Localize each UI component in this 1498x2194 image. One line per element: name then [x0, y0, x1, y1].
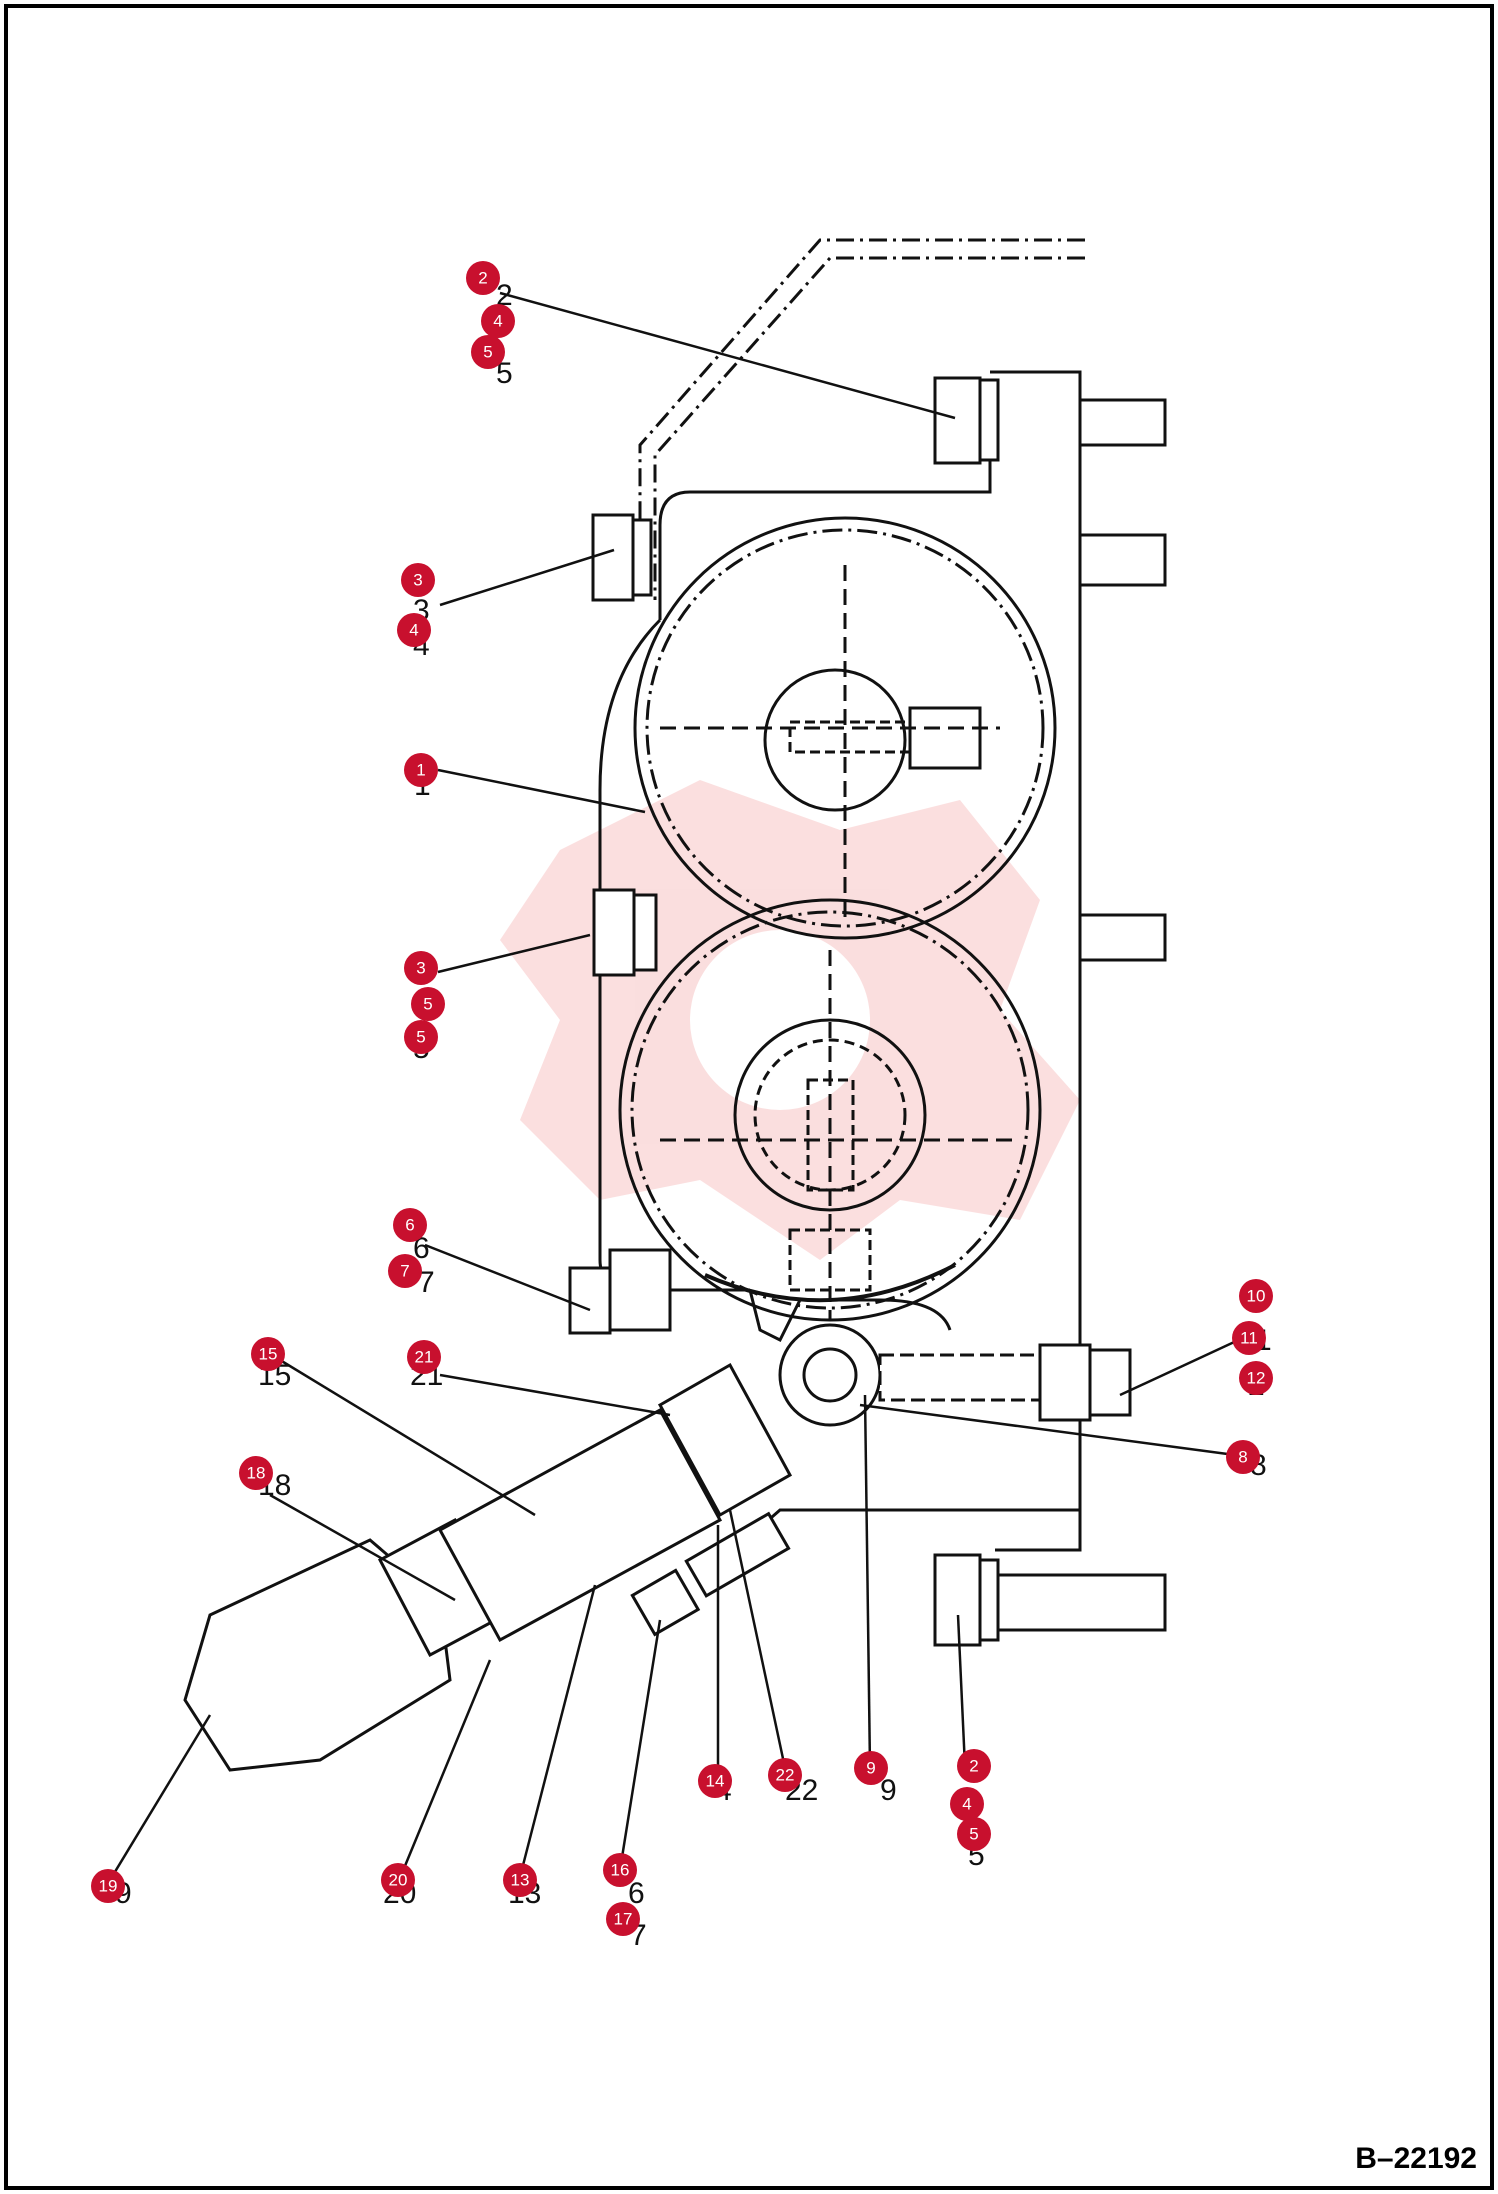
- callout-2[interactable]: 2: [466, 261, 500, 295]
- right-ports: [990, 398, 1167, 1632]
- svg-text:5: 5: [483, 343, 492, 362]
- svg-text:10: 10: [1247, 1287, 1266, 1306]
- svg-text:2: 2: [478, 269, 487, 288]
- svg-text:5: 5: [969, 1825, 978, 1844]
- svg-text:5: 5: [416, 1028, 425, 1047]
- svg-text:8: 8: [1238, 1448, 1247, 1467]
- callout-20[interactable]: 20: [381, 1863, 415, 1897]
- lower-gear: [618, 898, 1042, 1322]
- mounting-outline: [638, 238, 1085, 600]
- svg-text:12: 12: [1247, 1369, 1266, 1388]
- callout-1[interactable]: 1: [404, 753, 438, 787]
- callout-18[interactable]: 18: [239, 1456, 273, 1490]
- callout-5[interactable]: 5: [411, 987, 445, 1021]
- svg-text:21: 21: [415, 1348, 434, 1367]
- svg-text:4: 4: [409, 621, 418, 640]
- svg-text:9: 9: [866, 1759, 875, 1778]
- callout-12[interactable]: 12: [1239, 1361, 1273, 1395]
- callout-5[interactable]: 5: [957, 1817, 991, 1851]
- callout-22[interactable]: 22: [768, 1758, 802, 1792]
- callout-6[interactable]: 6: [393, 1208, 427, 1242]
- svg-text:22: 22: [776, 1766, 795, 1785]
- callout-5[interactable]: 5: [404, 1020, 438, 1054]
- svg-text:11: 11: [1240, 1329, 1258, 1348]
- callout-11[interactable]: 11: [1232, 1321, 1266, 1355]
- svg-text:19: 19: [99, 1877, 118, 1896]
- svg-text:3: 3: [413, 571, 422, 590]
- callout-15[interactable]: 15: [251, 1337, 285, 1371]
- callouts: 2 4 5 3 4 1 3 5 5 6 7 10 11 12 15 21 18 …: [91, 261, 1273, 1936]
- callout-19[interactable]: 19: [91, 1869, 125, 1903]
- svg-text:9: 9: [880, 1774, 897, 1807]
- callout-13[interactable]: 13: [503, 1863, 537, 1897]
- callout-8[interactable]: 8: [1226, 1440, 1260, 1474]
- callout-3[interactable]: 3: [401, 563, 435, 597]
- svg-text:14: 14: [706, 1772, 725, 1791]
- hose-fitting-assembly: [183, 1362, 793, 1772]
- figure-reference: B–22192: [1355, 2142, 1477, 2175]
- svg-text:6: 6: [628, 1877, 645, 1910]
- callout-7[interactable]: 7: [388, 1254, 422, 1288]
- svg-text:6: 6: [405, 1216, 414, 1235]
- callout-17[interactable]: 17: [606, 1902, 640, 1936]
- svg-text:18: 18: [247, 1464, 266, 1483]
- callout-21[interactable]: 21: [407, 1340, 441, 1374]
- svg-text:4: 4: [962, 1795, 971, 1814]
- svg-text:13: 13: [511, 1871, 530, 1890]
- leader-lines: [108, 291, 1246, 1881]
- svg-text:7: 7: [400, 1262, 409, 1281]
- callout-4[interactable]: 4: [481, 304, 515, 338]
- upper-gear: [633, 516, 1057, 940]
- svg-text:16: 16: [611, 1861, 630, 1880]
- svg-text:5: 5: [423, 995, 432, 1014]
- callout-16[interactable]: 16: [603, 1853, 637, 1887]
- svg-text:1: 1: [416, 761, 425, 780]
- svg-text:15: 15: [259, 1345, 278, 1364]
- watermark-logo: [500, 780, 1080, 1260]
- housing-bolts: [568, 376, 1000, 1647]
- svg-text:3: 3: [416, 959, 425, 978]
- svg-text:4: 4: [493, 312, 502, 331]
- callout-14[interactable]: 14: [698, 1764, 732, 1798]
- svg-text:5: 5: [496, 357, 513, 390]
- svg-text:7: 7: [418, 1266, 435, 1299]
- callout-3[interactable]: 3: [404, 951, 438, 985]
- callout-9[interactable]: 9: [854, 1751, 888, 1785]
- callout-4[interactable]: 4: [950, 1787, 984, 1821]
- svg-text:2: 2: [969, 1757, 978, 1776]
- page-frame: [4, 4, 1494, 2190]
- svg-text:20: 20: [389, 1871, 408, 1890]
- svg-text:17: 17: [614, 1910, 633, 1929]
- callout-5[interactable]: 5: [471, 335, 505, 369]
- callout-4[interactable]: 4: [397, 613, 431, 647]
- right-fitting: [778, 1323, 1132, 1427]
- callout-10[interactable]: 10: [1239, 1279, 1273, 1313]
- callout-2[interactable]: 2: [957, 1749, 991, 1783]
- svg-text:2: 2: [496, 279, 513, 312]
